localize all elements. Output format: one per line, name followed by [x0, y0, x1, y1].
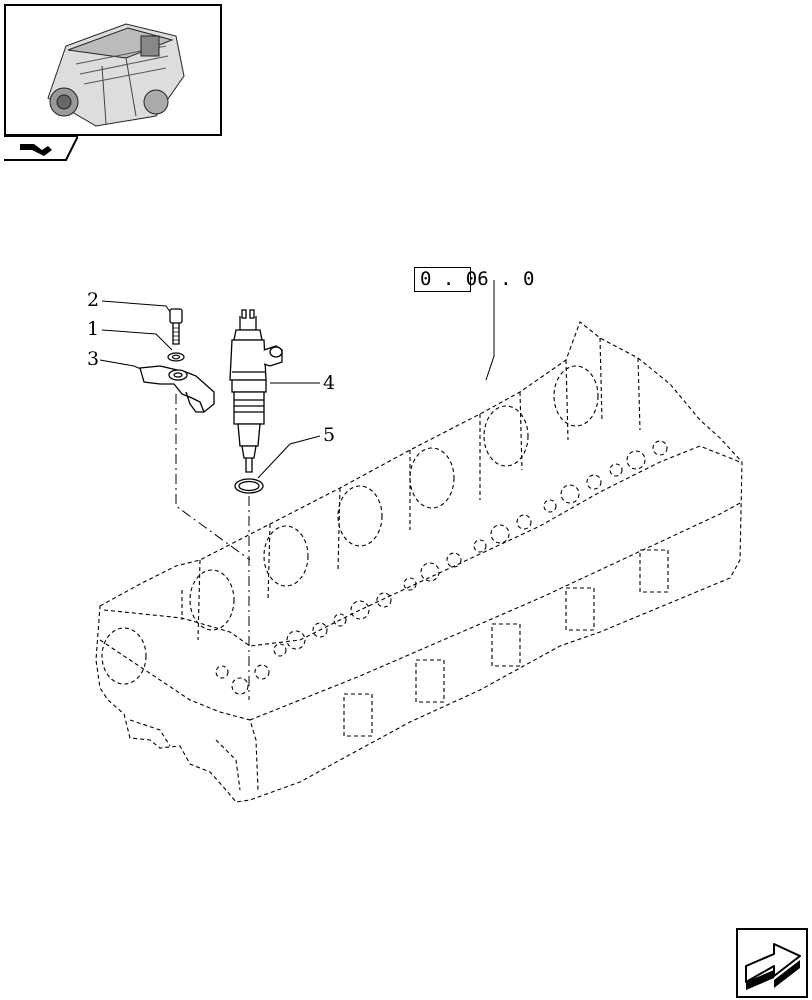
engine-thumbnail-icon [47, 23, 185, 127]
next-page-button[interactable] [736, 928, 808, 998]
callout-4: 4 [323, 372, 336, 394]
bolt-part [169, 308, 183, 345]
washer-part [167, 352, 185, 362]
section-nav-icon [4, 136, 78, 161]
clamp-bracket-part [139, 365, 215, 414]
assembly-lines [175, 394, 251, 700]
engine-thumbnail[interactable] [4, 4, 222, 136]
callout-2: 2 [87, 289, 100, 311]
callout-5: 5 [323, 424, 336, 446]
o-ring-part [234, 478, 264, 494]
cylinder-head-part [95, 321, 743, 803]
callout-1: 1 [87, 318, 100, 340]
reference-box [414, 267, 471, 292]
callout-3: 3 [87, 348, 100, 370]
reference-code: 0 . 06 . 0 [420, 268, 535, 290]
next-page-arrow-icon [745, 943, 801, 990]
section-nav-tab[interactable] [4, 136, 78, 162]
injector-part [229, 309, 283, 473]
